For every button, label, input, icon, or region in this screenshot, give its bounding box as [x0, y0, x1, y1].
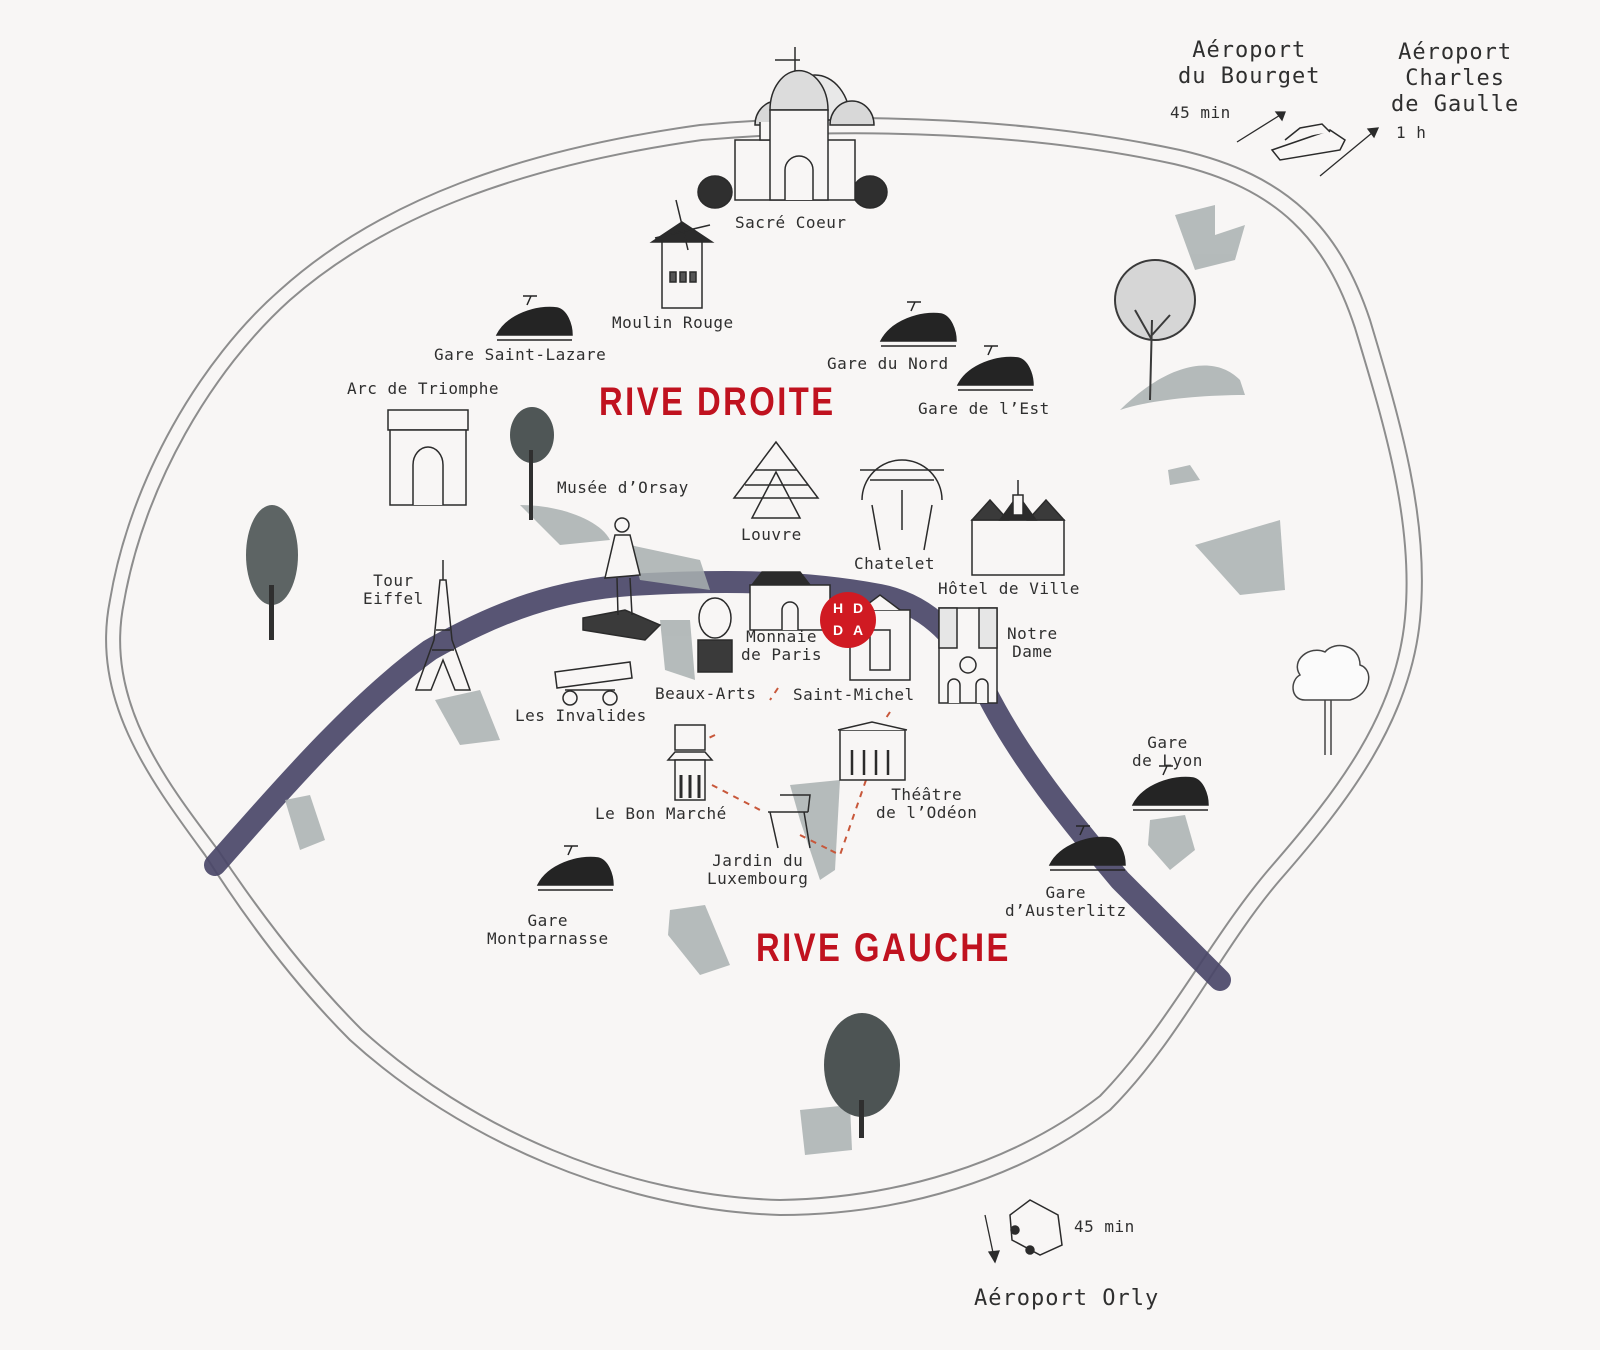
louvre-drawing [732, 440, 820, 519]
landmark-label-arc-de-triomphe[interactable]: Arc de Triomphe [347, 379, 499, 398]
landmark-label-moulin-rouge[interactable]: Moulin Rouge [612, 313, 734, 332]
airport-arrows [984, 111, 1380, 1264]
district-label-rive-gauche: RIVE GAUCHE [756, 926, 1011, 970]
hotel-de-ville-drawing [970, 480, 1066, 576]
beaux-arts-bust-drawing [697, 597, 733, 673]
landmark-label-gare-saint-lazare[interactable]: Gare Saint-Lazare [434, 345, 607, 364]
landmark-label-chatelet[interactable]: Chatelet [854, 554, 936, 573]
landmark-label-gare-de-lyon[interactable]: Gare de Lyon [1132, 733, 1203, 770]
ring-road [105, 117, 1423, 1217]
landmark-label-gare-d-austerlitz[interactable]: Gare d’Austerlitz [1005, 883, 1127, 920]
airport-label-le-bourget[interactable]: Aéroport du Bourget [1178, 38, 1321, 89]
landmark-label-beaux-arts[interactable]: Beaux-Arts [655, 684, 757, 703]
car-orly-drawing [1009, 1199, 1063, 1256]
landmark-label-notre-dame[interactable]: Notre Dame [1007, 624, 1058, 661]
eiffel-tower-drawing [414, 560, 472, 691]
landmark-label-gare-de-l-est[interactable]: Gare de l’Est [918, 399, 1050, 418]
car-cdg-drawing [1270, 123, 1346, 161]
arc-de-triomphe-drawing [387, 409, 469, 506]
landmark-label-le-bon-marche[interactable]: Le Bon Marché [595, 804, 727, 823]
hdda-logo-marker[interactable]: H D D A [820, 592, 876, 648]
monnaie-de-paris-drawing [749, 571, 831, 631]
landmark-label-monnaie-de-paris[interactable]: Monnaie de Paris [741, 627, 823, 664]
logo-letter: H [832, 600, 844, 616]
landmark-label-jardin-du-luxembourg[interactable]: Jardin du Luxembourg [707, 851, 809, 888]
landmark-label-saint-michel[interactable]: Saint-Michel [793, 685, 915, 704]
logo-letter: A [852, 622, 864, 638]
invalides-cannon-drawing [554, 661, 633, 706]
train-icons [495, 295, 1209, 891]
airport-label-cdg[interactable]: Aéroport Charles de Gaulle [1391, 40, 1520, 117]
landmark-label-tour-eiffel[interactable]: Tour Eiffel [363, 571, 424, 608]
landmark-label-louvre[interactable]: Louvre [741, 525, 802, 544]
logo-letter: D [852, 600, 864, 616]
tree-east [1114, 259, 1196, 401]
tree-west [246, 505, 298, 640]
luxembourg-chair-drawing [768, 794, 811, 849]
airport-time-cdg: 1 h [1396, 123, 1427, 142]
landmark-label-gare-montparnasse[interactable]: Gare Montparnasse [487, 911, 609, 948]
le-bon-marche-drawing [666, 724, 714, 801]
notre-dame-drawing [938, 607, 998, 704]
landmark-label-musee-d-orsay[interactable]: Musée d’Orsay [557, 478, 689, 497]
landmark-label-theatre-de-l-odeon[interactable]: Théâtre de l’Odéon [876, 785, 978, 822]
airport-time-orly: 45 min [1074, 1217, 1135, 1236]
tree-south [824, 1013, 900, 1138]
landmark-label-les-invalides[interactable]: Les Invalides [515, 706, 647, 725]
tree-arc [510, 407, 554, 520]
moulin-rouge-drawing [649, 199, 715, 309]
chatelet-drawing [860, 459, 944, 551]
sacre-coeur-drawing [697, 47, 888, 209]
landmark-label-sacre-coeur[interactable]: Sacré Coeur [735, 213, 847, 232]
landmark-label-hotel-de-ville[interactable]: Hôtel de Ville [938, 579, 1080, 598]
airport-label-orly[interactable]: Aéroport Orly [974, 1286, 1160, 1311]
tree-outline [1292, 644, 1370, 755]
theatre-odeon-drawing [837, 721, 908, 781]
greenery-patches [285, 205, 1285, 1155]
musee-d-orsay-drawing [582, 517, 662, 641]
district-label-rive-droite: RIVE DROITE [599, 380, 836, 424]
logo-letter: D [832, 622, 844, 638]
airport-time-le-bourget: 45 min [1170, 103, 1231, 122]
landmark-label-gare-du-nord[interactable]: Gare du Nord [827, 354, 949, 373]
